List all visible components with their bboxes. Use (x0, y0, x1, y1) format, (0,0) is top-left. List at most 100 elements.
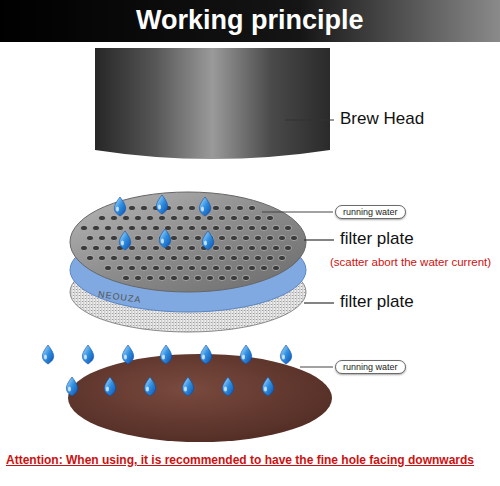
plate-hole (242, 275, 249, 280)
plate-hole (122, 255, 129, 260)
plate-hole (182, 255, 189, 260)
plate-hole (194, 215, 201, 220)
plate-hole (80, 245, 87, 250)
plate-hole (200, 265, 207, 270)
plate-hole (224, 225, 231, 230)
plate-hole (260, 265, 267, 270)
plate-hole (152, 245, 159, 250)
water-drop (159, 229, 170, 248)
plate-hole (164, 265, 171, 270)
drop-highlight (124, 355, 127, 360)
drop-highlight (116, 207, 119, 212)
plate-hole (176, 265, 183, 270)
leader-line (300, 367, 333, 368)
brew-head (95, 48, 330, 159)
plate-holes (80, 205, 297, 280)
plate-hole (242, 235, 249, 240)
plate-hole (146, 255, 153, 260)
pill-text: running water (343, 362, 398, 372)
plate-hole (230, 215, 237, 220)
plate-hole (152, 265, 159, 270)
plate-hole (170, 255, 177, 260)
plate-hole (212, 265, 219, 270)
plate-hole (104, 245, 111, 250)
drop-highlight (44, 355, 47, 360)
plate-hole (176, 245, 183, 250)
water-drops (42, 195, 291, 396)
plate-hole (266, 215, 273, 220)
plate-hole (206, 275, 213, 280)
plate-hole (188, 225, 195, 230)
plate-hole (98, 235, 105, 240)
plate-hole (206, 215, 213, 220)
plate-hole (266, 255, 273, 260)
plate-hole (92, 245, 99, 250)
drop-highlight (201, 207, 204, 212)
drop-highlight (161, 239, 164, 244)
part-label: Brew Head (340, 109, 424, 129)
plate-hole (182, 235, 189, 240)
water-drop (114, 197, 125, 216)
leader-line (304, 239, 334, 240)
plate-hole (248, 205, 255, 210)
part-label: filter plate (340, 292, 414, 312)
plate-hole (128, 205, 135, 210)
part-label: filter plate (340, 229, 414, 249)
pill-text: running water (343, 207, 398, 217)
plate-hole (218, 215, 225, 220)
plate-hole (236, 265, 243, 270)
plate-hole (182, 275, 189, 280)
water-drop (202, 231, 213, 250)
plate-hole (104, 265, 111, 270)
plate-hole (182, 215, 189, 220)
plate-hole (212, 205, 219, 210)
plate-hole (278, 255, 285, 260)
water-drop (160, 345, 171, 364)
plate-hole (98, 215, 105, 220)
water-drop (222, 377, 233, 396)
plate-hole (170, 235, 177, 240)
plate-hole (236, 225, 243, 230)
drop-highlight (158, 205, 161, 210)
plate-hole (212, 225, 219, 230)
water-drop (144, 377, 155, 396)
plate-hole (236, 205, 243, 210)
plate-hole (158, 275, 165, 280)
plate-hole (146, 215, 153, 220)
plate-hole (224, 245, 231, 250)
plate-hole (188, 205, 195, 210)
water-drop (104, 377, 115, 396)
plate-hole (290, 235, 297, 240)
plate-hole (176, 225, 183, 230)
water-drop (119, 231, 130, 250)
plate-hole (188, 245, 195, 250)
plate-hole (254, 215, 261, 220)
title-banner (0, 0, 500, 42)
plate-hole (218, 275, 225, 280)
plate-hole (266, 235, 273, 240)
plate-hole (104, 225, 111, 230)
water-drop (156, 195, 167, 214)
plate-hole (140, 245, 147, 250)
plate-hole (206, 255, 213, 260)
plate-hole (236, 245, 243, 250)
plate-hole (110, 215, 117, 220)
title: Working principle (136, 5, 364, 36)
plate-hole (254, 235, 261, 240)
plate-hole (248, 265, 255, 270)
water-drop (199, 197, 210, 216)
plate-hole (278, 235, 285, 240)
leader-line (262, 212, 333, 213)
plate-hole (158, 255, 165, 260)
water-drop (200, 345, 211, 364)
coffee-puck (68, 354, 332, 442)
plate-hole (248, 225, 255, 230)
plate-hole (194, 275, 201, 280)
plate-hole (110, 235, 117, 240)
plate-hole (86, 235, 93, 240)
water-drop (42, 345, 53, 364)
leader-line (304, 302, 334, 303)
plate-hole (254, 255, 261, 260)
plate-hole (128, 265, 135, 270)
plate-hole (218, 235, 225, 240)
